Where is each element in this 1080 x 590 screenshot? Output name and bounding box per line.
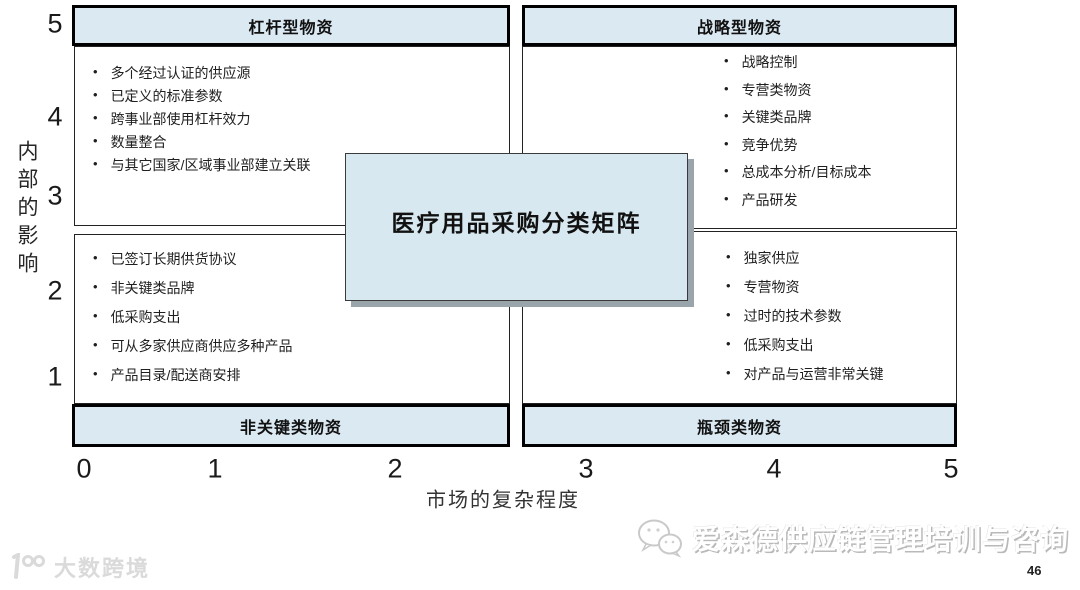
list-item: • 产品目录/配送商安排 (75, 365, 509, 394)
list-item: • 数量整合 (75, 132, 509, 155)
bullet-text: 过时的技术参数 (743, 308, 842, 324)
page-number: 46 (1027, 563, 1042, 578)
bullet-icon: • (726, 278, 731, 293)
quadrant-noncritical-title: 非关键类物资 (239, 419, 342, 437)
bullet-icon: • (93, 308, 98, 323)
bullet-icon: • (724, 108, 729, 123)
list-item: • 多个经过认证的供应源 (75, 63, 509, 86)
bullet-icon: • (726, 249, 731, 264)
y-tick-4: 4 (47, 101, 63, 132)
bullet-icon: • (726, 307, 731, 322)
matrix-title-box: 医疗用品采购分类矩阵 (345, 153, 688, 301)
list-item: • 竞争优势 (523, 135, 956, 163)
x-tick-1: 1 (207, 453, 223, 484)
x-tick-4: 4 (766, 453, 782, 484)
bullet-icon: • (93, 133, 98, 148)
list-item: • 专营类物资 (523, 80, 956, 108)
bullet-text: 专营类物资 (741, 81, 812, 98)
list-item: • 产品研发 (523, 190, 956, 218)
y-axis-title: 内部的影响 (15, 140, 38, 280)
bullet-text: 专营物资 (743, 279, 800, 295)
bullet-text: 独家供应 (743, 250, 800, 266)
bullet-icon: • (724, 53, 729, 68)
bullet-icon: • (93, 64, 98, 79)
y-tick-1: 1 (47, 361, 63, 392)
bullet-text: 非关键类品牌 (110, 280, 195, 296)
quadrant-strategic-header: 战略型物资 (522, 5, 957, 46)
list-item: • 低采购支出 (75, 307, 509, 336)
quadrant-leverage-content: •多个经过认证的供应源 •已定义的标准参数 •跨事业部使用杠杆效力 •数量整合 … (74, 46, 510, 226)
bullet-text: 产品目录/配送商安排 (110, 367, 241, 383)
list-item: • 过时的技术参数 (523, 306, 956, 335)
bullet-text: 可从多家供应商供应多种产品 (110, 338, 293, 354)
bullet-icon: • (93, 250, 98, 265)
x-tick-5: 5 (943, 453, 959, 484)
list-item: • 已签订长期供货协议 (75, 249, 509, 278)
bullet-icon: • (724, 163, 729, 178)
bullet-text: 多个经过认证的供应源 (110, 65, 251, 81)
platform-watermark-text: 大数跨境 (54, 556, 151, 581)
list-item: • 低采购支出 (523, 335, 956, 364)
quadrant-leverage-title: 杠杆型物资 (248, 19, 334, 37)
list-item: • 可从多家供应商供应多种产品 (75, 336, 509, 365)
platform-watermark: 大数跨境 (8, 551, 150, 583)
brand-watermark: 爱森德供应链管理培训与咨询 (636, 518, 1069, 558)
bullet-text: 产品研发 (741, 191, 798, 208)
bullet-text: 跨事业部使用杠杆效力 (110, 111, 251, 127)
bullet-icon: • (724, 80, 729, 96)
list-item: • 与其它国家/区域事业部建立关联 (75, 155, 509, 178)
bullet-text: 低采购支出 (110, 309, 181, 325)
bullet-icon: • (93, 337, 98, 352)
y-tick-3: 3 (47, 180, 63, 211)
list-item: • 总成本分析/目标成本 (523, 162, 956, 190)
bullet-text: 已定义的标准参数 (110, 88, 223, 104)
bullet-icon: • (724, 135, 729, 151)
bullet-text: 竞争优势 (741, 136, 798, 153)
bullet-icon: • (726, 336, 731, 351)
bullet-icon: • (93, 156, 98, 171)
bullet-icon: • (724, 190, 729, 206)
matrix-title: 医疗用品采购分类矩阵 (391, 210, 642, 236)
y-tick-5: 5 (47, 8, 63, 39)
bullet-text: 战略控制 (741, 54, 798, 70)
list-item: • 非关键类品牌 (75, 278, 509, 307)
brand-watermark-text: 爱森德供应链管理培训与咨询 (692, 524, 1070, 555)
list-item: • 对产品与运营非常关键 (523, 364, 956, 393)
bullet-text: 总成本分析/目标成本 (741, 164, 872, 180)
bullet-text: 对产品与运营非常关键 (743, 366, 884, 382)
quadrant-bottleneck-title: 瓶颈类物资 (696, 419, 782, 437)
list-item: • 跨事业部使用杠杆效力 (75, 109, 509, 132)
bullet-icon: • (93, 366, 98, 381)
bullet-icon: • (93, 87, 98, 102)
x-tick-2: 2 (387, 453, 403, 484)
x-tick-3: 3 (578, 453, 594, 484)
bullet-icon: • (93, 110, 98, 125)
bullet-icon: • (726, 365, 731, 380)
wechat-icon (636, 518, 684, 558)
bullet-text: 与其它国家/区域事业部建立关联 (110, 157, 311, 173)
quadrant-strategic-content: • 战略控制 • 专营类物资 • 关键类品牌 • 竞争优势 • 总成本分析/目标成本 • 产… (522, 46, 957, 229)
bullet-text: 关键类品牌 (741, 109, 812, 125)
quadrant-bottleneck-header: 瓶颈类物资 (522, 404, 957, 447)
quadrant-strategic-title: 战略型物资 (696, 19, 782, 37)
bullet-text: 已签订长期供货协议 (110, 251, 237, 267)
quadrant-leverage-header: 杠杆型物资 (72, 5, 510, 46)
platform-logo-icon (8, 551, 48, 581)
x-axis-title: 市场的复杂程度 (426, 489, 580, 512)
list-item: • 已定义的标准参数 (75, 86, 509, 109)
list-item: • 专营物资 (523, 277, 956, 306)
y-tick-2: 2 (47, 275, 63, 306)
list-item: • 关键类品牌 (523, 107, 956, 135)
list-item: • 独家供应 (523, 248, 956, 277)
x-tick-0: 0 (76, 453, 92, 484)
bullet-text: 数量整合 (110, 134, 167, 150)
list-item: • 战略控制 (523, 52, 956, 80)
bullet-icon: • (93, 279, 98, 294)
bullet-text: 低采购支出 (743, 337, 814, 353)
quadrant-noncritical-header: 非关键类物资 (72, 404, 510, 447)
